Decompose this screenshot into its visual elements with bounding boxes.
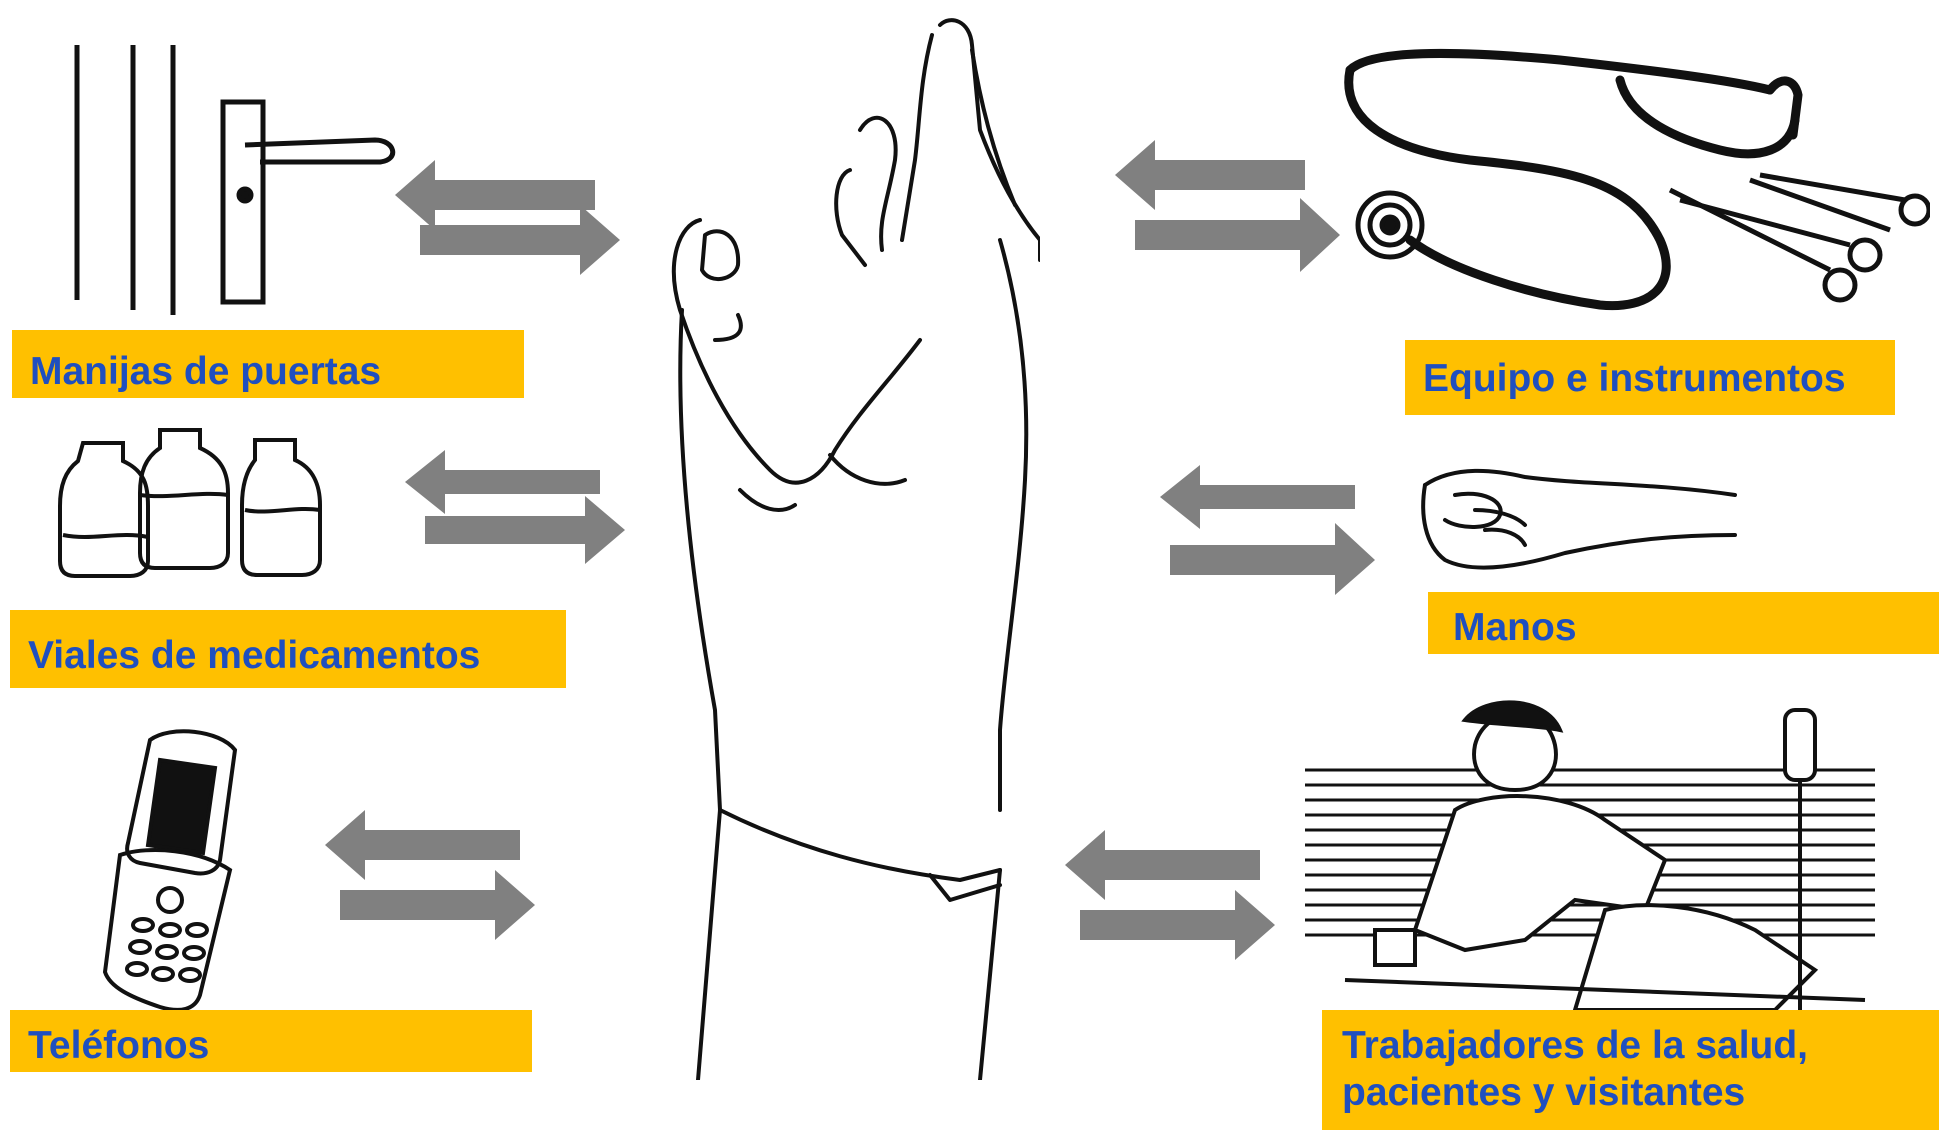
arrows-phones	[325, 810, 535, 945]
arrow-left-icon	[395, 160, 595, 230]
arrows-health-workers	[1065, 830, 1275, 965]
hand-icon	[1415, 455, 1740, 585]
label-door-handles: Manijas de puertas	[12, 330, 524, 398]
arrows-hands	[1160, 465, 1375, 595]
label-health-workers-line2: pacientes y visitantes	[1342, 1069, 1939, 1116]
arrow-left-icon	[325, 810, 520, 880]
arrow-right-icon	[420, 205, 620, 275]
arrows-vials	[405, 450, 625, 580]
arrow-left-icon	[1160, 465, 1355, 529]
label-equipment: Equipo e instrumentos	[1405, 340, 1895, 415]
arrow-right-icon	[1080, 890, 1275, 960]
arrow-right-icon	[425, 496, 625, 564]
label-hands: Manos	[1428, 592, 1939, 654]
arrow-right-icon	[1170, 523, 1375, 595]
arrows-equipment	[1115, 140, 1340, 275]
flip-phone-icon	[95, 725, 250, 1010]
label-health-workers-line1: Trabajadores de la salud,	[1342, 1022, 1939, 1069]
nurse-patient-icon	[1305, 700, 1875, 1010]
label-medication-vials: Viales de medicamentos	[10, 610, 566, 688]
label-phones: Teléfonos	[10, 1010, 532, 1072]
arrow-right-icon	[1135, 198, 1340, 272]
label-health-workers: Trabajadores de la salud, pacientes y vi…	[1322, 1010, 1939, 1130]
arrows-door	[395, 160, 620, 290]
stethoscope-scissors-icon	[1330, 40, 1930, 330]
raised-hand-icon	[620, 10, 1040, 1080]
arrow-left-icon	[1065, 830, 1260, 900]
arrow-right-icon	[340, 870, 535, 940]
door-handle-icon	[55, 40, 415, 325]
arrow-left-icon	[405, 450, 600, 514]
medication-vials-icon	[55, 425, 355, 580]
arrow-left-icon	[1115, 140, 1305, 210]
